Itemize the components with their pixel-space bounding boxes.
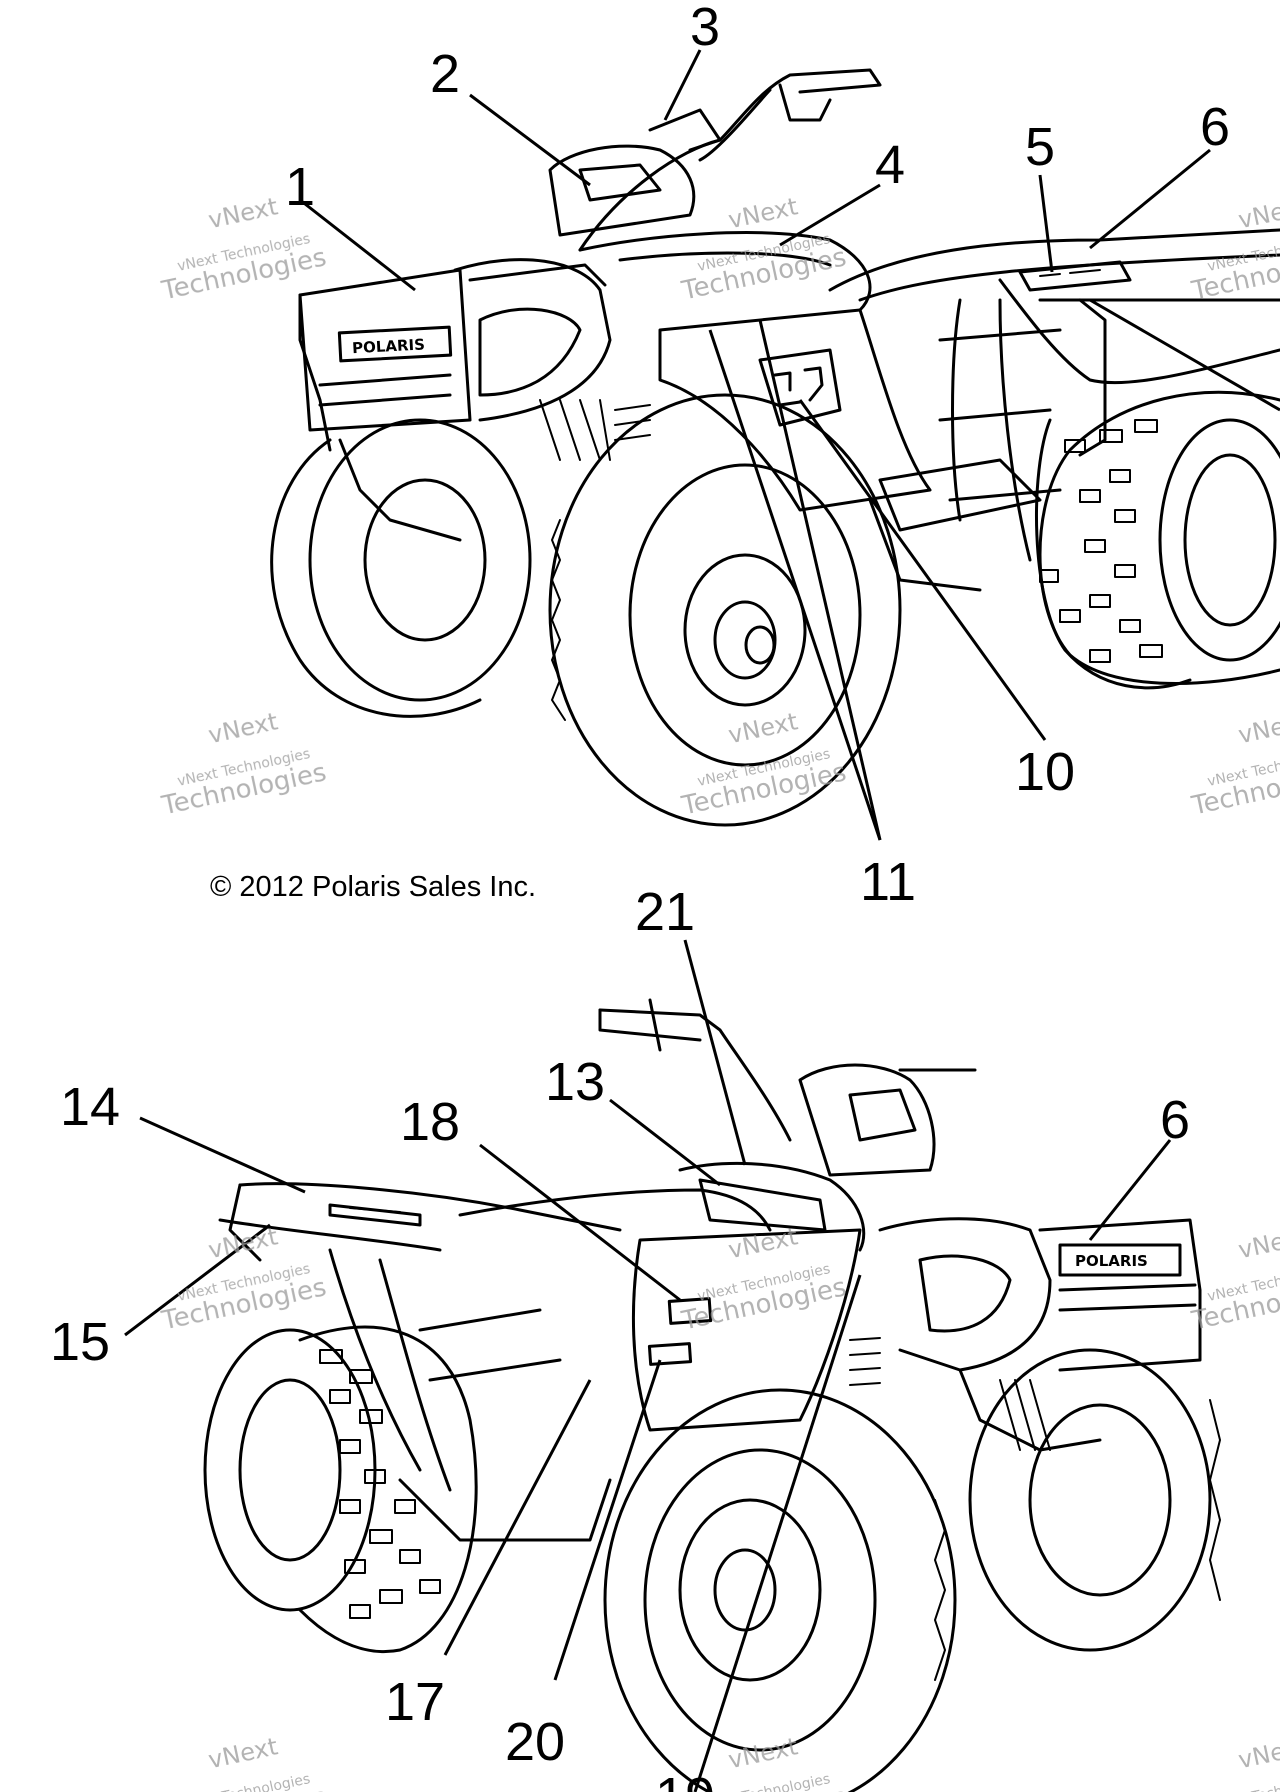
watermark: vNext vNext Technologies Technologies	[678, 707, 849, 821]
leader-11a	[708, 329, 882, 841]
callout-21: 21	[635, 882, 695, 942]
leader-13	[609, 1098, 721, 1187]
callout-numbers: 1 2 3 4 5 6 10 11 21 13 18 14 6 15 17 20…	[50, 0, 1230, 1792]
leader-3	[663, 49, 702, 121]
atv-bottom-front-near-tire	[603, 1388, 957, 1792]
svg-text:vNext: vNext	[726, 707, 800, 749]
callout-3: 3	[690, 0, 720, 57]
callout-19: 19	[655, 1767, 715, 1792]
leader-17	[443, 1379, 592, 1656]
leader-20	[553, 1359, 662, 1681]
watermark: vNext vNext Technologies Technologies	[1188, 1732, 1280, 1792]
svg-text:vNext: vNext	[1236, 707, 1280, 749]
atv-bottom-illustration: POLARIS	[203, 998, 1221, 1792]
callout-6-bottom: 6	[1160, 1090, 1190, 1150]
callout-15: 15	[50, 1312, 110, 1372]
leader-10	[798, 399, 1047, 741]
watermarks: vNext vNext Technologies Technologies vN…	[158, 192, 1280, 1792]
leader-rear-top	[1089, 298, 1280, 412]
callout-1: 1	[285, 157, 315, 217]
leader-lines	[124, 49, 1280, 1792]
callout-6-top: 6	[1200, 97, 1230, 157]
svg-text:vNext: vNext	[206, 707, 280, 749]
watermark: vNext vNext Technologies Technologies	[1188, 192, 1280, 306]
watermark: vNext vNext Technologies Technologies	[158, 1222, 329, 1336]
leader-5	[1038, 174, 1054, 273]
callout-18: 18	[400, 1092, 460, 1152]
svg-text:vNext: vNext	[726, 192, 800, 234]
atv-bottom-rear-tire	[203, 1325, 478, 1654]
atv-top-front-near-tire	[548, 393, 902, 827]
callout-17: 17	[385, 1672, 445, 1732]
leader-15	[124, 1223, 271, 1337]
leader-4	[779, 183, 881, 247]
svg-text:vNext: vNext	[1236, 1222, 1280, 1264]
copyright-notice: © 2012 Polaris Sales Inc.	[210, 871, 536, 903]
callout-13: 13	[545, 1052, 605, 1112]
svg-text:vNext Technologies: vNext Technologies	[1206, 1771, 1280, 1792]
leader-6-bottom	[1088, 1139, 1172, 1241]
leader-18	[479, 1143, 681, 1302]
svg-text:vNext: vNext	[1236, 192, 1280, 234]
watermark: vNext vNext Technologies Technologies	[1188, 1222, 1280, 1336]
leader-14	[139, 1116, 306, 1194]
svg-text:vNext: vNext	[206, 1222, 280, 1264]
callout-4: 4	[875, 135, 905, 195]
watermark: vNext vNext Technologies Technologies	[158, 707, 329, 821]
leader-6-top	[1089, 148, 1211, 250]
atv-top-rear-tire	[1034, 390, 1280, 690]
watermark: vNext vNext Technologies Technologies	[158, 1732, 329, 1792]
front-decal-logo-bottom: POLARIS	[1075, 1252, 1148, 1270]
callout-14: 14	[60, 1077, 120, 1137]
front-decal-logo: POLARIS	[352, 335, 426, 357]
callout-20: 20	[505, 1712, 565, 1772]
callout-5: 5	[1025, 117, 1055, 177]
watermark: vNext vNext Technologies Technologies	[1188, 707, 1280, 821]
callout-2: 2	[430, 44, 460, 104]
svg-text:vNext: vNext	[726, 1732, 800, 1774]
leader-1	[299, 198, 416, 292]
leader-11b	[758, 319, 882, 841]
atv-bottom-front-far-tire	[968, 1348, 1221, 1652]
svg-text:vNext: vNext	[206, 1732, 280, 1774]
leader-2	[469, 93, 591, 187]
leader-19	[693, 1274, 862, 1792]
leader-21	[683, 939, 747, 1166]
callout-11: 11	[860, 852, 916, 912]
svg-text:vNext: vNext	[726, 1222, 800, 1264]
atv-top-illustration: POLARIS	[270, 68, 1280, 827]
svg-text:vNext: vNext	[206, 192, 280, 234]
callout-10: 10	[1015, 742, 1075, 802]
svg-text:vNext: vNext	[1236, 1732, 1280, 1774]
atv-top-front-far-tire	[270, 418, 532, 718]
